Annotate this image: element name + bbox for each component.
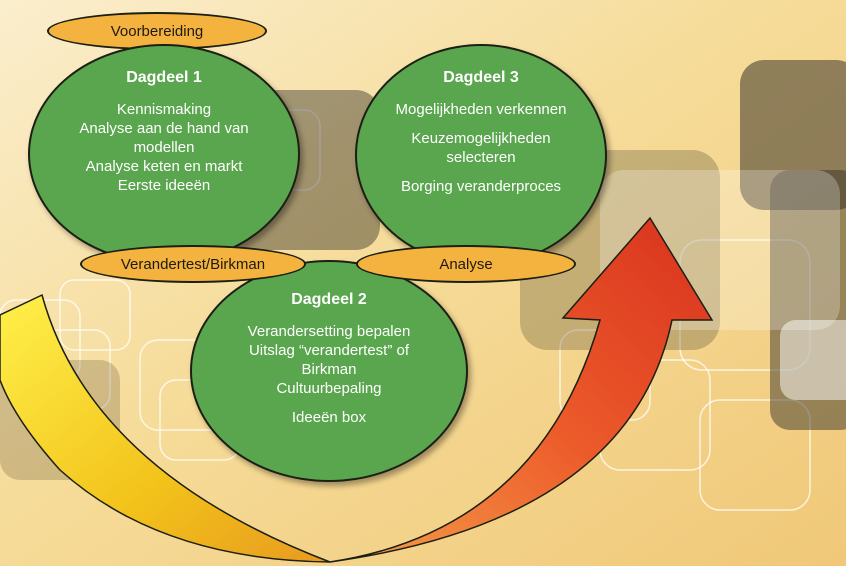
dagdeel-1-line: Analyse aan de hand van xyxy=(79,120,249,137)
dagdeel-3-circle: Dagdeel 3 Mogelijkheden verkennen Keuzem… xyxy=(355,44,607,266)
verandertest-pill: Verandertest/Birkman xyxy=(80,245,306,283)
dagdeel-1-line: Analyse keten en markt xyxy=(85,158,243,175)
dagdeel-3-line: Keuzemogelijkheden xyxy=(411,130,551,147)
dagdeel-2-line: Uitslag “verandertest” of xyxy=(248,342,410,359)
analyse-label: Analyse xyxy=(439,255,493,273)
verandertest-label: Verandertest/Birkman xyxy=(120,255,266,273)
dagdeel-2-line: Birkman xyxy=(301,361,357,378)
dagdeel-3-line: selecteren xyxy=(446,149,516,166)
dagdeel-2-circle: Dagdeel 2 Verandersetting bepalen Uitsla… xyxy=(190,260,468,482)
dagdeel-1-line: modellen xyxy=(133,139,195,156)
analyse-pill: Analyse xyxy=(356,245,576,283)
dagdeel-1-line: Eerste ideeën xyxy=(117,177,211,194)
dagdeel-3-line: Mogelijkheden verkennen xyxy=(395,101,567,118)
dagdeel-3-line: Borging veranderproces xyxy=(400,178,562,195)
dagdeel-1-title: Dagdeel 1 xyxy=(126,69,202,86)
voorbereiding-label: Voorbereiding xyxy=(110,22,204,40)
left-curved-arrow xyxy=(0,293,331,563)
dagdeel-2-title: Dagdeel 2 xyxy=(291,291,367,308)
dagdeel-1-line: Kennismaking xyxy=(116,101,212,118)
dagdeel-2-line: Ideeën box xyxy=(291,409,367,426)
dagdeel-2-line: Cultuurbepaling xyxy=(276,380,382,397)
dagdeel-1-circle: Dagdeel 1 Kennismaking Analyse aan de ha… xyxy=(28,44,300,264)
dagdeel-2-line: Verandersetting bepalen xyxy=(247,323,411,340)
dagdeel-3-title: Dagdeel 3 xyxy=(443,69,519,86)
right-curved-arrow xyxy=(329,216,714,563)
